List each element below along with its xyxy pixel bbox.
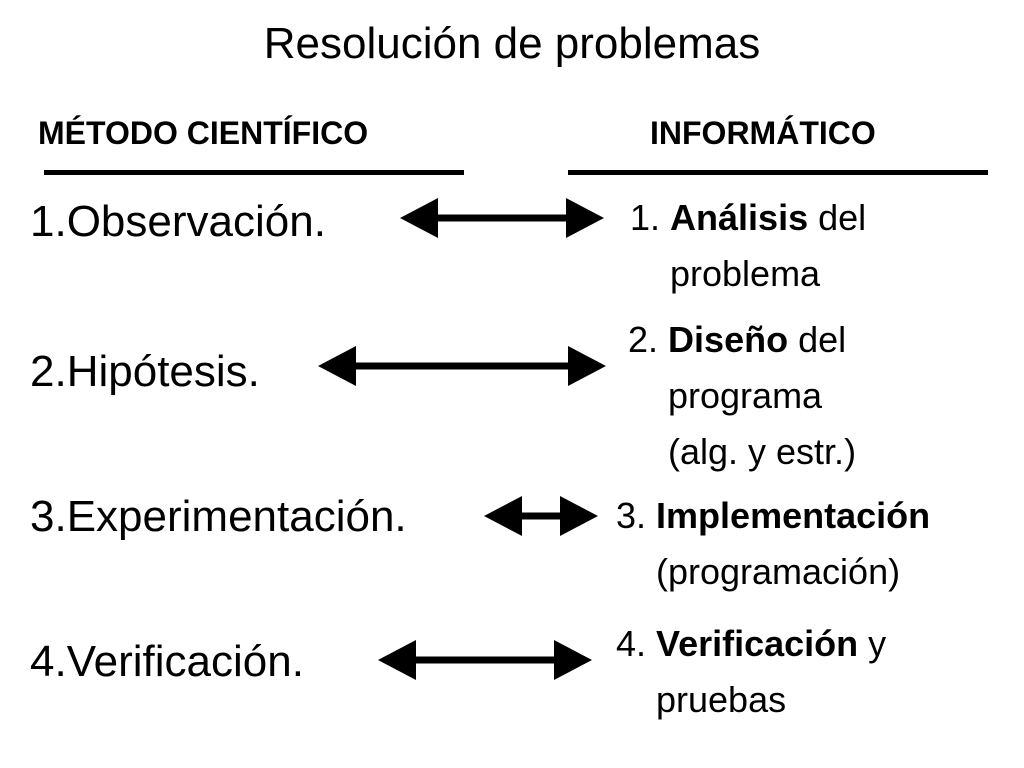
left-step-experimentation: 3.Experimentación. xyxy=(30,492,407,541)
left-column-header: MÉTODO CIENTÍFICO xyxy=(38,115,369,151)
step-keyword: Diseño xyxy=(668,319,789,360)
right-column-header: INFORMÁTICO xyxy=(650,115,876,151)
step-keyword: Verificación xyxy=(656,623,859,664)
diagram-title: Resolución de problemas xyxy=(263,19,761,68)
step-continuation: programa xyxy=(668,375,823,416)
right-step-design: 2. Diseño del programa (alg. y estr.) xyxy=(628,312,856,480)
step-keyword: Análisis xyxy=(670,197,809,238)
step-suffix: del xyxy=(818,197,867,238)
step-suffix: y xyxy=(868,623,887,664)
step-continuation: problema xyxy=(670,253,821,294)
left-step-hypothesis: 2.Hipótesis. xyxy=(30,347,260,396)
step-number: 2. xyxy=(628,319,659,360)
step-number: 4. xyxy=(616,623,647,664)
step-number: 3. xyxy=(616,495,647,536)
double-arrow-icon xyxy=(484,496,598,536)
step-continuation: pruebas xyxy=(656,679,787,720)
double-arrow-icon xyxy=(318,346,606,386)
left-step-observation: 1.Observación. xyxy=(30,197,326,246)
step-number: 1. xyxy=(630,197,661,238)
double-arrow-icon xyxy=(378,640,592,680)
right-step-analysis: 1. Análisis del problema xyxy=(630,190,866,302)
left-step-verification: 4.Verificación. xyxy=(30,637,304,686)
step-continuation: (alg. y estr.) xyxy=(668,431,857,472)
left-header-divider xyxy=(44,170,464,175)
right-step-verification: 4. Verificación y pruebas xyxy=(616,616,886,728)
step-keyword: Implementación xyxy=(656,495,931,536)
double-arrow-icon xyxy=(400,198,604,238)
right-header-divider xyxy=(568,170,988,175)
right-step-implementation: 3. Implementación (programación) xyxy=(616,488,930,600)
step-continuation: (programación) xyxy=(656,551,901,592)
step-suffix: del xyxy=(798,319,847,360)
